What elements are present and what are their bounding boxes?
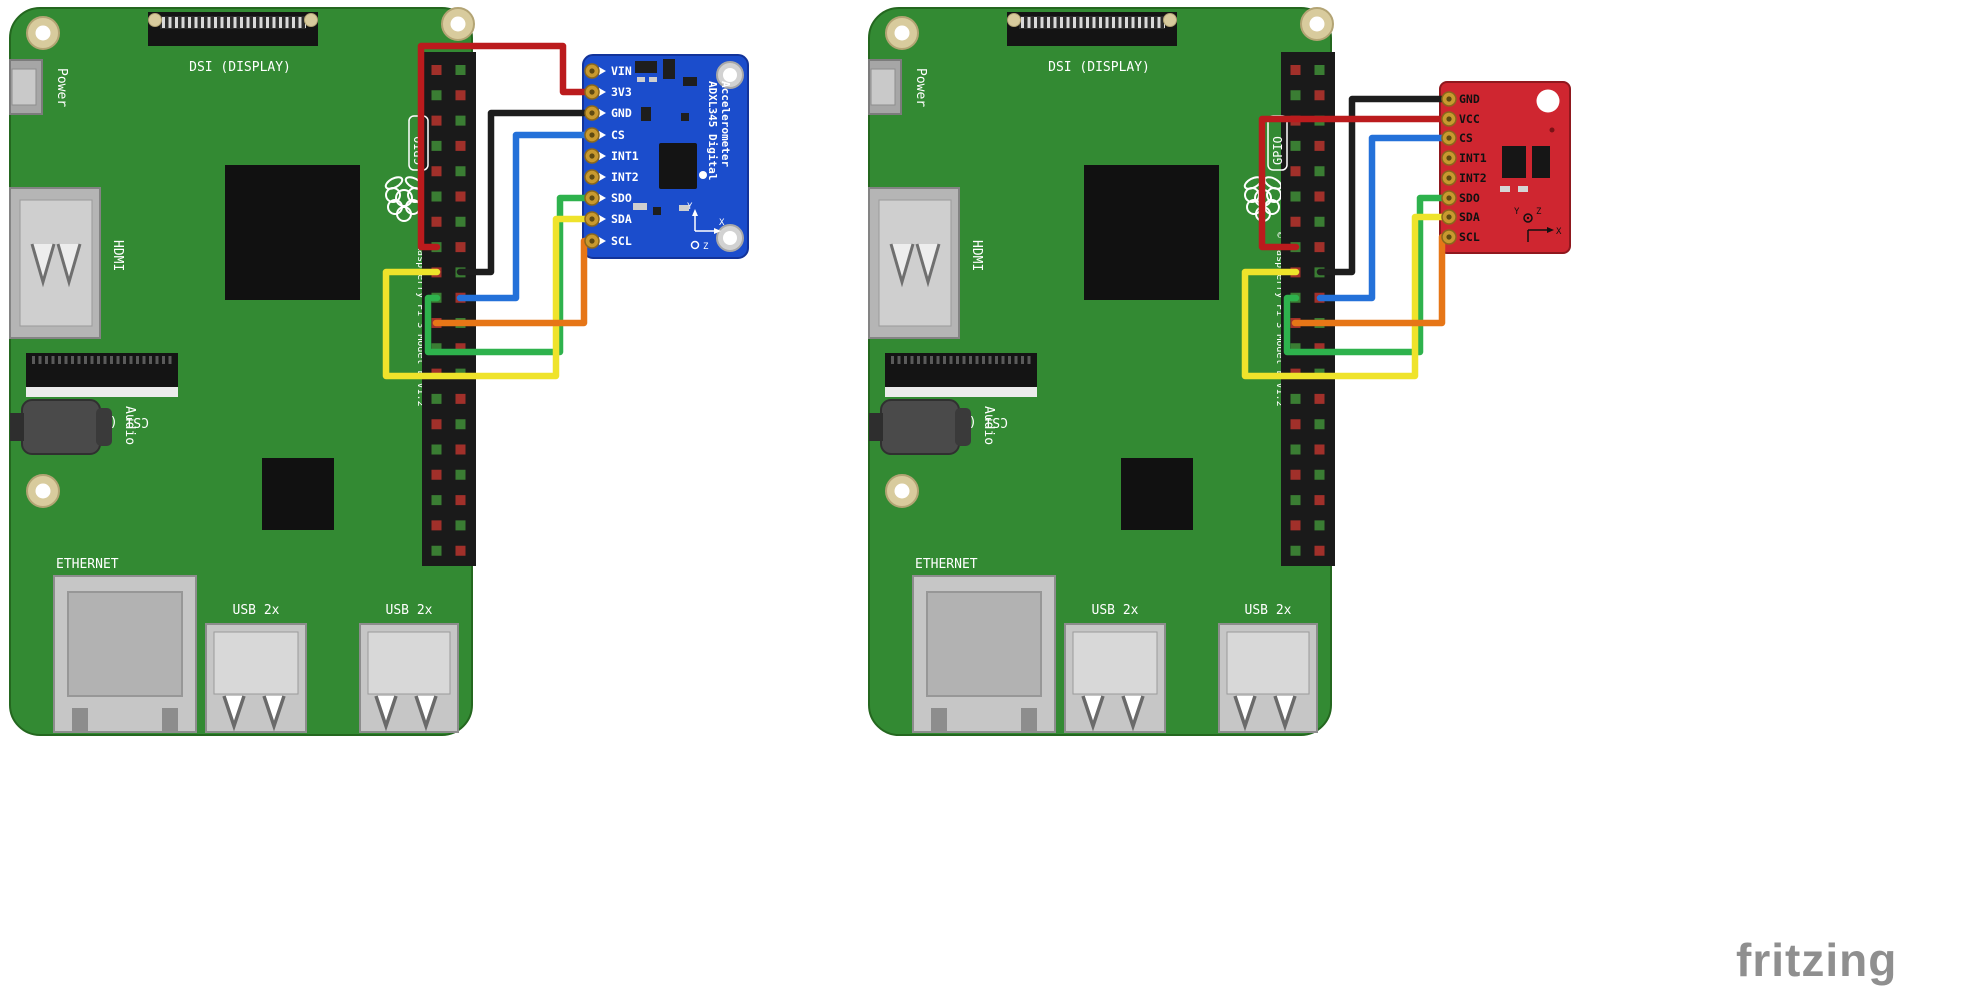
svg-text:VCC: VCC — [1459, 112, 1480, 126]
wire-sda-yellow — [382, 215, 596, 380]
wires-left — [382, 42, 596, 380]
svg-text:SDA: SDA — [1459, 210, 1480, 224]
blue-pin-labels: VIN 3V3 GND CS INT1 INT2 SDO SDA SCL — [599, 64, 639, 248]
svg-text:CS: CS — [611, 128, 625, 142]
wire-3v3-red — [417, 42, 596, 251]
axis-z-label: Z — [703, 242, 709, 252]
svg-text:SDO: SDO — [1459, 191, 1480, 205]
axis-x-label: X — [719, 218, 725, 228]
raspberry-pi-left — [10, 8, 476, 735]
svg-text:INT2: INT2 — [1459, 171, 1487, 185]
svg-text:SDA: SDA — [611, 212, 632, 226]
svg-text:SDO: SDO — [611, 191, 632, 205]
wire-sdo-green — [424, 194, 596, 356]
svg-text:3V3: 3V3 — [611, 85, 632, 99]
svg-text:INT2: INT2 — [611, 170, 639, 184]
smd-components — [633, 59, 707, 215]
wire-sdo-green — [1283, 194, 1453, 356]
blue-board-title-line1: ADXL345 Digital — [706, 81, 719, 180]
svg-text:INT1: INT1 — [611, 149, 639, 163]
mounting-hole — [716, 224, 744, 252]
svg-text:GND: GND — [611, 106, 632, 120]
svg-text:VIN: VIN — [611, 64, 632, 78]
wire-vcc-red — [1258, 115, 1453, 251]
svg-text:SCL: SCL — [1459, 230, 1480, 244]
mounting-hole — [716, 61, 744, 89]
svg-text:SCL: SCL — [611, 234, 632, 248]
wire-cs-blue — [456, 131, 596, 302]
svg-text:INT1: INT1 — [1459, 151, 1487, 165]
axis-indicator: X Y Z — [687, 202, 725, 252]
svg-text:CS: CS — [1459, 131, 1473, 145]
adxl345-blue-breakout: ADXL345 Digital Accelerometer VIN 3V3 GN… — [582, 54, 749, 259]
axis-x-label: X — [1556, 227, 1562, 237]
wire-gnd-black — [456, 109, 596, 276]
axis-z-label: Z — [1536, 207, 1542, 217]
red-pin-labels: GND VCC CS INT1 INT2 SDO SDA SCL — [1459, 92, 1487, 244]
wire-cs-blue — [1316, 134, 1453, 302]
wire-gnd-black — [1316, 95, 1453, 276]
smd-components — [1500, 127, 1555, 192]
blue-breakout-pads — [584, 63, 600, 249]
axis-indicator: X Y Z — [1514, 207, 1562, 242]
adxl345-red-breakout: GND VCC CS INT1 INT2 SDO SDA SCL X Y Z — [1439, 81, 1571, 254]
svg-text:GND: GND — [1459, 92, 1480, 106]
red-breakout-pads — [1441, 91, 1457, 245]
fritzing-watermark: fritzing — [1736, 934, 1897, 986]
axis-y-label: Y — [1514, 207, 1520, 217]
wire-sda-yellow — [1241, 213, 1453, 380]
axis-y-label: Y — [687, 202, 693, 212]
blue-board-title-line2: Accelerometer — [719, 81, 732, 167]
mounting-hole — [1536, 89, 1560, 113]
